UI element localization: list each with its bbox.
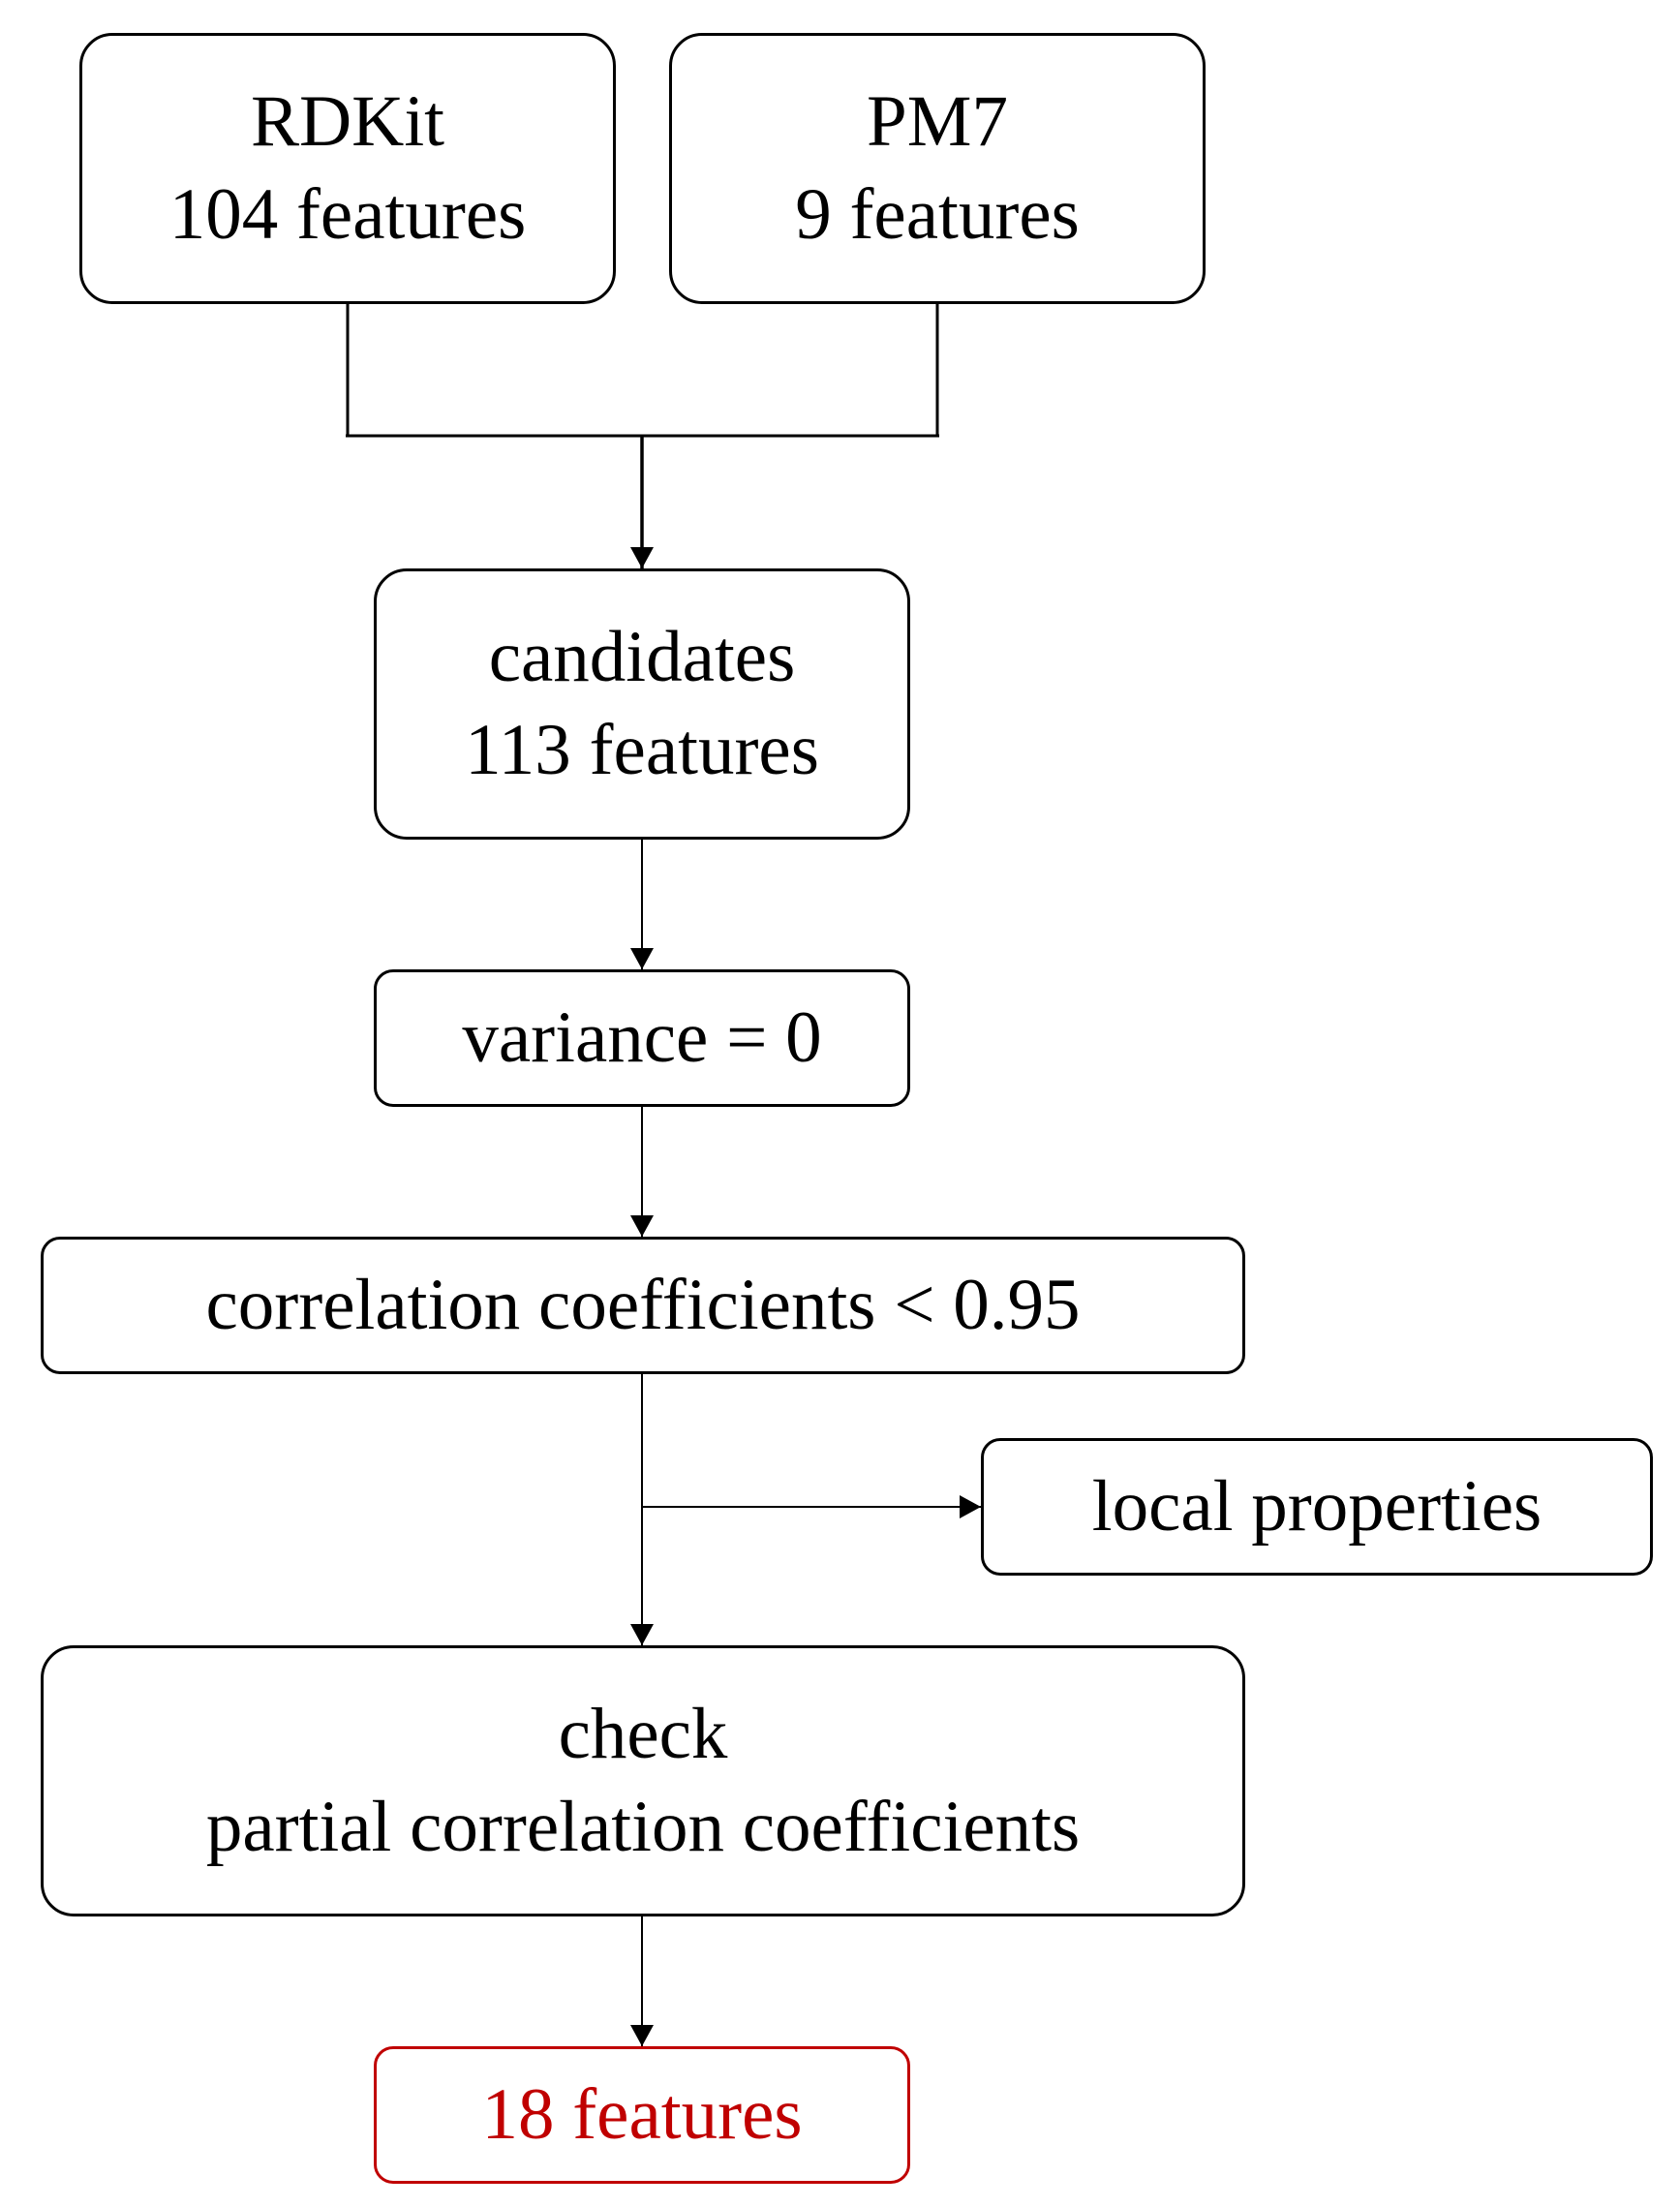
node-candidates-count: 113 features (465, 710, 819, 790)
node-rdkit-title: RDKit (250, 81, 445, 162)
node-final-features: 18 features (374, 2046, 910, 2184)
node-check-title: check (558, 1694, 728, 1774)
node-pm7: PM7 9 features (669, 33, 1206, 304)
node-variance-filter: variance = 0 (374, 969, 910, 1107)
node-correlation-label: correlation coefficients < 0.95 (205, 1265, 1081, 1345)
node-rdkit: RDKit 104 features (79, 33, 616, 304)
node-variance-label: variance = 0 (462, 997, 822, 1078)
node-candidates-title: candidates (488, 617, 796, 697)
node-pm7-title: PM7 (867, 81, 1008, 162)
node-pm7-count: 9 features (795, 174, 1080, 255)
node-correlation-filter: correlation coefficients < 0.95 (41, 1237, 1245, 1374)
node-candidates: candidates 113 features (374, 568, 910, 840)
node-rdkit-count: 104 features (168, 174, 527, 255)
node-final-label: 18 features (481, 2074, 803, 2155)
node-local-properties: local properties (981, 1438, 1653, 1576)
node-partial-correlation-check: check partial correlation coefficients (41, 1645, 1245, 1916)
node-check-detail: partial correlation coefficients (205, 1787, 1081, 1867)
node-local-label: local properties (1091, 1466, 1543, 1547)
